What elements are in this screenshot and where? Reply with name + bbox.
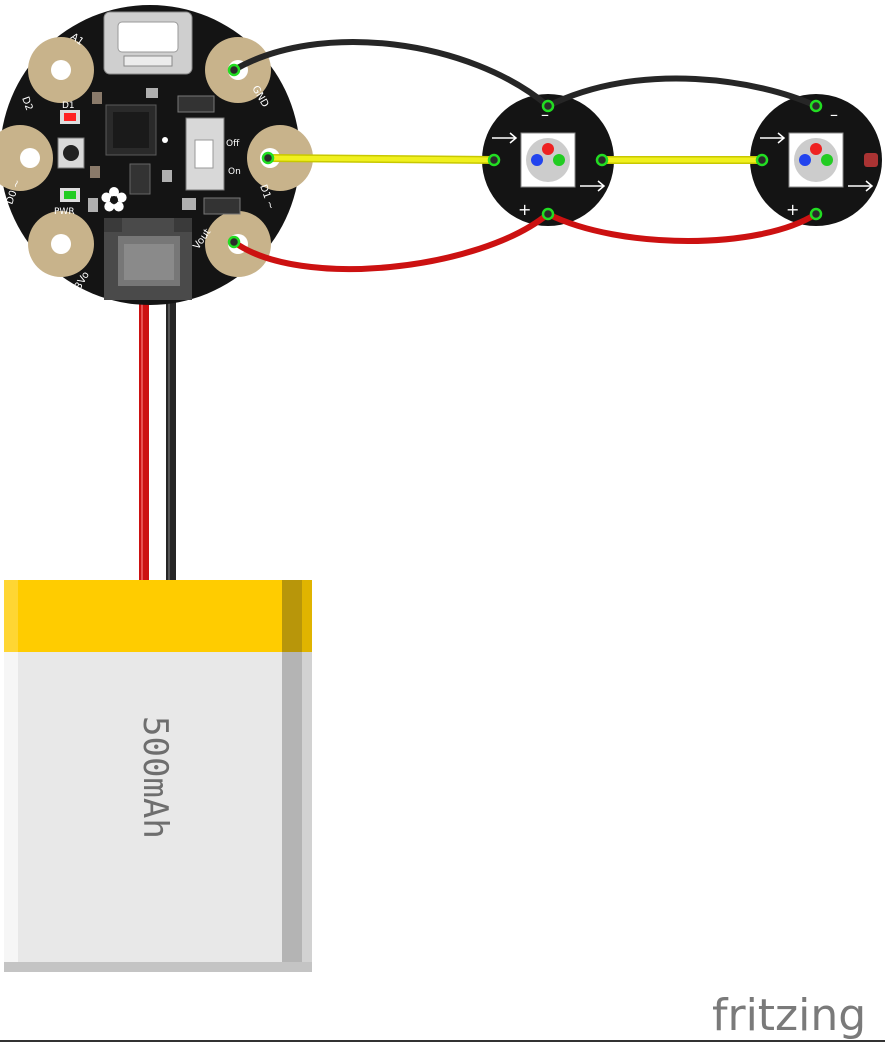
arrow-right-icon (492, 132, 606, 192)
pad-d2[interactable] (0, 125, 53, 191)
rgb-led-icon (526, 138, 570, 182)
battery-leads (139, 300, 176, 582)
rgb-led-icon (794, 138, 838, 182)
led-d1-indicator (64, 113, 76, 121)
switch-label-off: Off (226, 139, 240, 149)
battery-body (4, 652, 312, 972)
pad-a1[interactable] (28, 37, 94, 103)
neopixel-2-dout-pad[interactable] (864, 153, 878, 167)
battery: 500mAh (4, 580, 312, 972)
wire-gnd-2[interactable] (545, 75, 819, 109)
neopixel-2-plus-label: + (786, 200, 799, 219)
neopixel-2: – + (750, 94, 882, 226)
neopixel-1-plus-label: + (518, 200, 531, 219)
jst-connector (104, 218, 192, 300)
fritzing-logo: fritzing (712, 990, 866, 1041)
pad-label-d2: D2 (19, 95, 34, 112)
gemma-board: A1 D2 D0 ~ 3Vo GND D1 ~ Vout D1 PWR Off … (0, 5, 313, 305)
wire-endpoints (227, 63, 823, 249)
neopixel-2-minus-label: – (830, 105, 838, 124)
wire-power-2[interactable] (545, 211, 819, 244)
battery-cap (4, 580, 312, 652)
arrow-right-icon (760, 132, 874, 192)
battery-black-lead (166, 300, 176, 582)
switch-label-on: On (228, 167, 241, 177)
battery-capacity-label: 500mAh (135, 716, 175, 839)
wire-data-1[interactable] (265, 155, 497, 163)
led-pwr-indicator (64, 191, 76, 199)
usb-connector-icon (103, 11, 193, 75)
wires (231, 39, 819, 272)
led-label-pwr: PWR (54, 207, 75, 217)
led-label-d1: D1 (62, 101, 75, 111)
wire-gnd-1[interactable] (231, 39, 551, 109)
pad-3vo[interactable] (28, 211, 94, 277)
neopixel-1: – + (482, 94, 614, 226)
wire-power-1[interactable] (231, 211, 551, 272)
neopixel-1-minus-label: – (541, 105, 549, 124)
adafruit-flower-icon (101, 187, 127, 212)
battery-red-lead (139, 300, 149, 582)
